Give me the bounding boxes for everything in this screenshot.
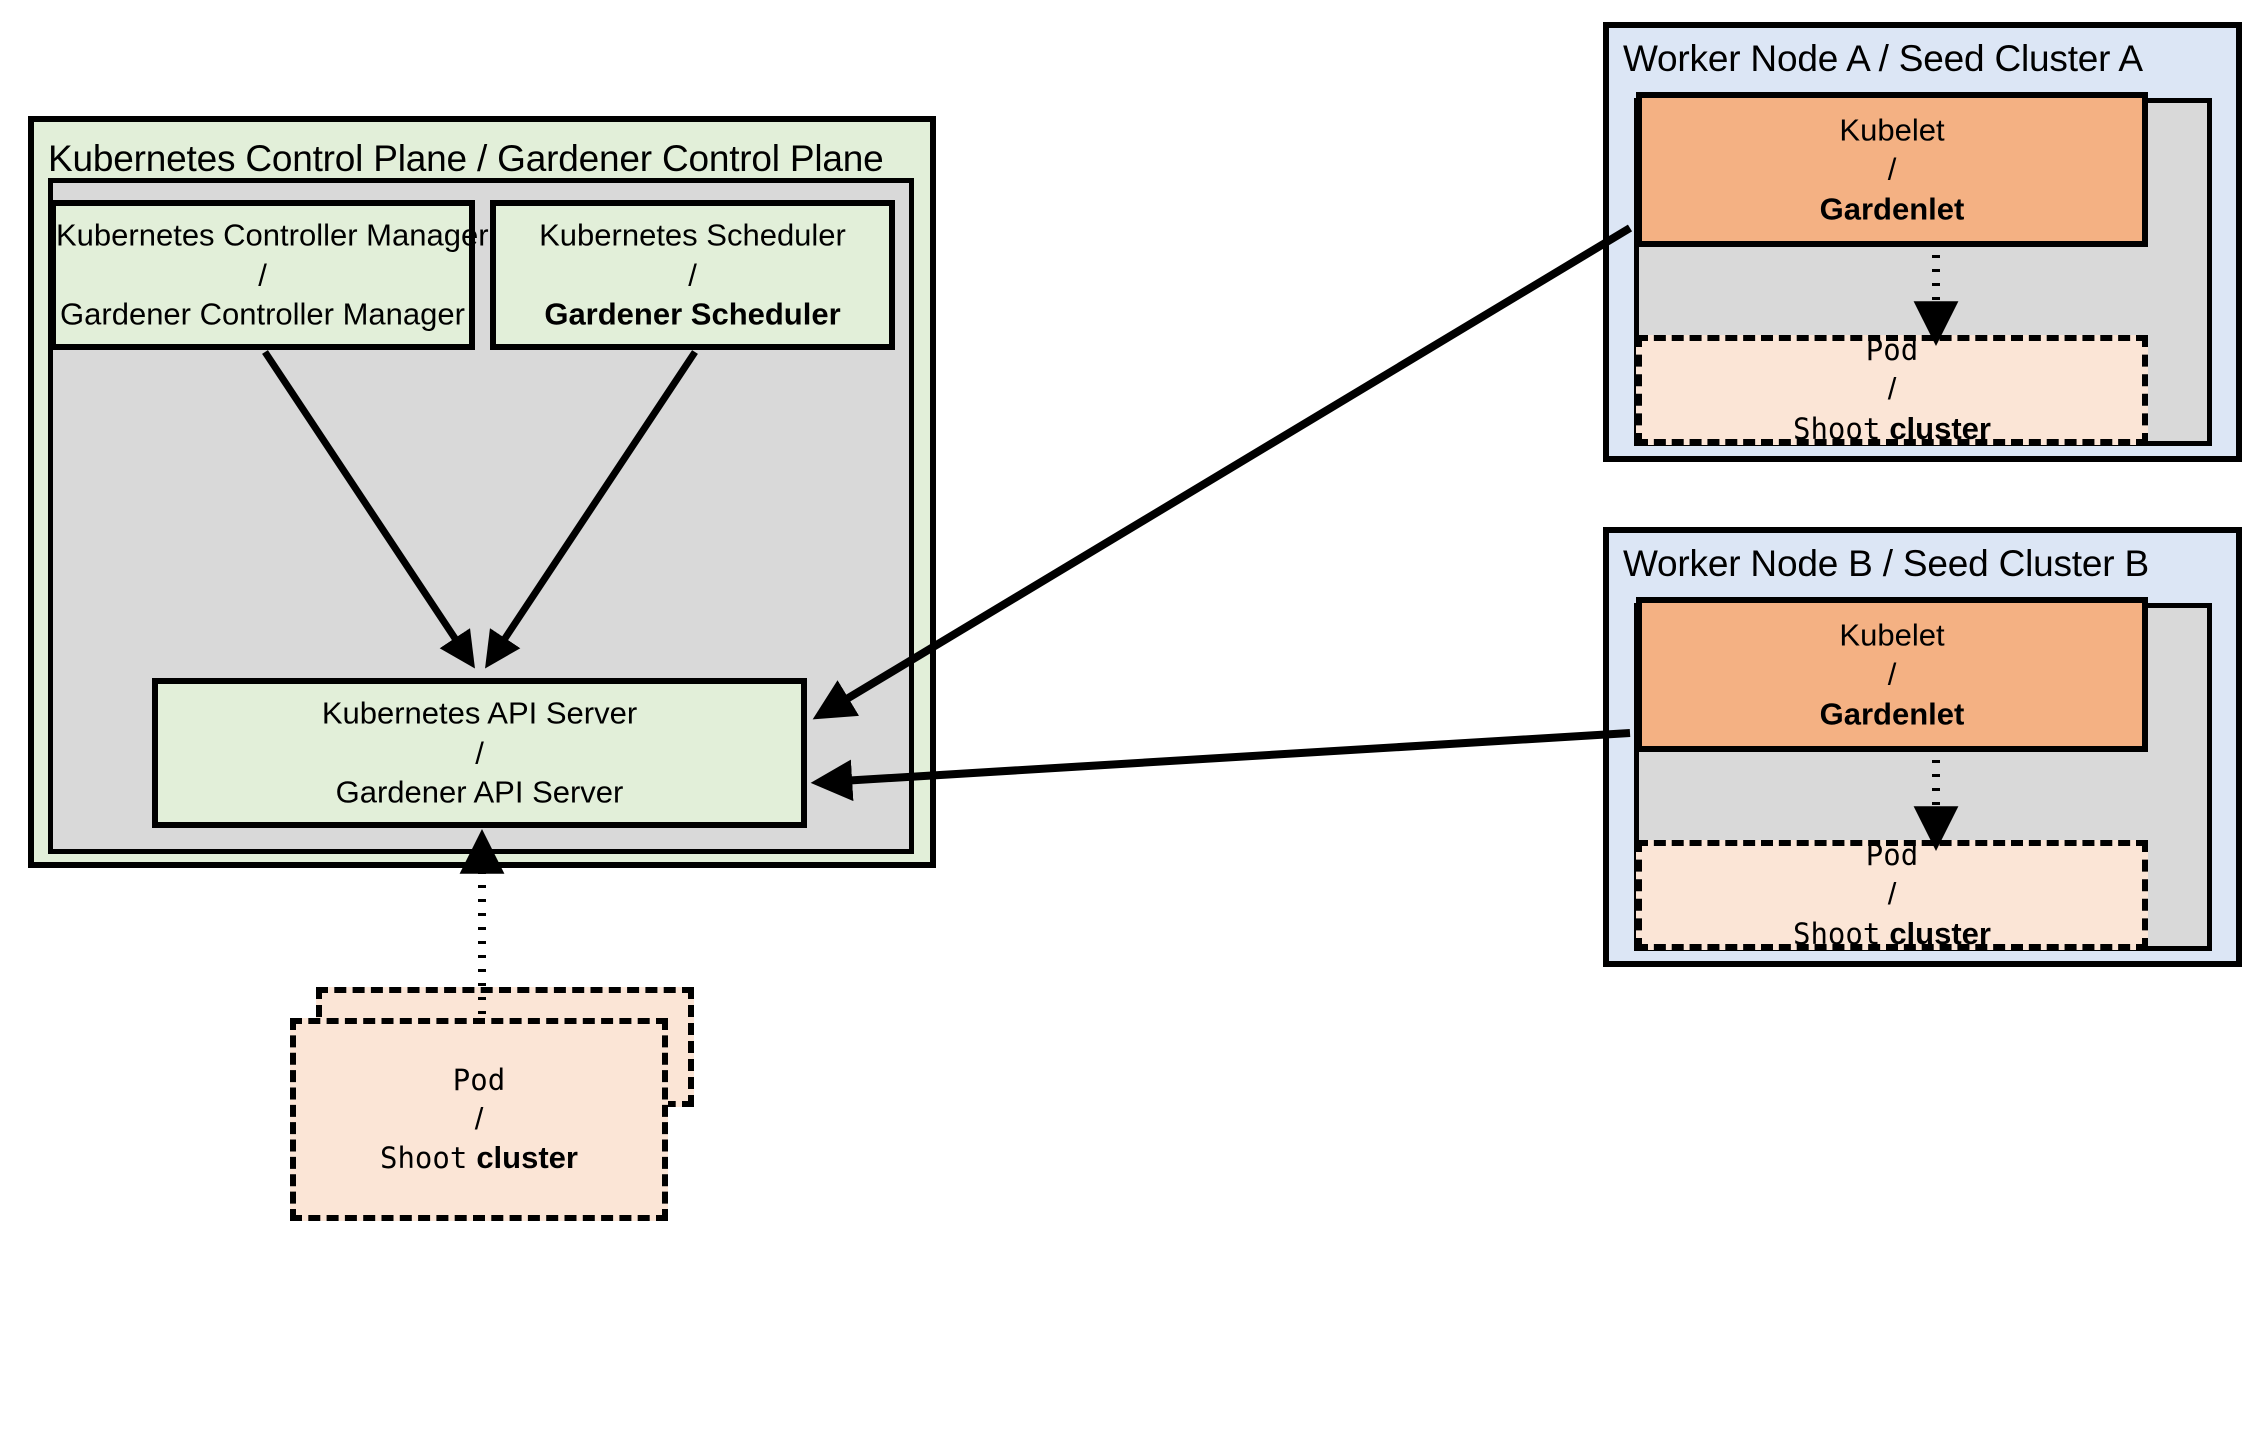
control-plane-pod-cluster: cluster [476,1140,578,1176]
control-plane-pod-separator: / [474,1100,484,1136]
control-plane-pod-line1: Pod [452,1062,506,1097]
worker-node-a-kubelet-text: Kubelet / Gardenlet [1642,110,2142,229]
kubernetes-controller-manager-box[interactable]: Kubernetes Controller Manager / Gardener… [50,200,489,350]
worker-node-b-kubelet-box[interactable]: Kubelet / Gardenlet [1636,597,2148,752]
scheduler-line2: Gardener Scheduler [544,296,841,332]
worker-node-a-pod-separator: / [1887,370,1897,406]
worker-node-a-pod-cluster: cluster [1889,410,1991,446]
worker-node-a-pod-line1: Pod [1865,332,1919,367]
arrow-gardenlet-b-to-api-server [810,729,1631,802]
controller-manager-line2: Gardener Controller Manager [60,296,465,332]
worker-node-b-pod-cluster: cluster [1889,915,1991,951]
worker-node-b-pod-shoot: Shoot [1793,916,1881,951]
controller-manager-line1: Kubernetes Controller Manager [56,217,489,253]
worker-node-a-kubelet-line1: Kubelet [1839,111,1945,147]
worker-node-a-kubelet-separator: / [1887,151,1897,187]
control-plane-title: Kubernetes Control Plane / Gardener Cont… [48,138,884,179]
kubernetes-api-server-box[interactable]: Kubernetes API Server / Gardener API Ser… [152,678,807,828]
worker-node-b-pod-line1: Pod [1865,837,1919,872]
worker-node-a-title: Worker Node A / Seed Cluster A [1623,38,2143,79]
control-plane-pod-shoot: Shoot [380,1141,468,1176]
api-server-line2: Gardener API Server [335,774,624,810]
kubernetes-scheduler-box[interactable]: Kubernetes Scheduler / Gardener Schedule… [490,200,895,350]
scheduler-line1: Kubernetes Scheduler [539,217,846,253]
scheduler-text: Kubernetes Scheduler / Gardener Schedule… [496,215,889,334]
worker-node-a-kubelet-line2: Gardenlet [1819,191,1965,227]
worker-node-a-kubelet-box[interactable]: Kubelet / Gardenlet [1636,92,2148,247]
api-server-line1: Kubernetes API Server [321,695,638,731]
scheduler-separator: / [688,257,697,293]
arrow-gardenlet-a-to-api-server [812,224,1633,720]
api-server-separator: / [475,735,484,771]
api-server-text: Kubernetes API Server / Gardener API Ser… [158,693,801,812]
worker-node-b-kubelet-line1: Kubelet [1839,616,1945,652]
worker-node-b-kubelet-separator: / [1887,656,1897,692]
worker-node-b-pod-separator: / [1887,875,1897,911]
controller-manager-text: Kubernetes Controller Manager / Gardener… [56,215,489,334]
controller-manager-separator: / [258,257,267,293]
worker-node-a-pod-shoot: Shoot [1793,411,1881,446]
worker-node-b-kubelet-text: Kubelet / Gardenlet [1642,615,2142,734]
worker-node-b-kubelet-line2: Gardenlet [1819,696,1965,732]
worker-node-b-title: Worker Node B / Seed Cluster B [1623,543,2149,584]
